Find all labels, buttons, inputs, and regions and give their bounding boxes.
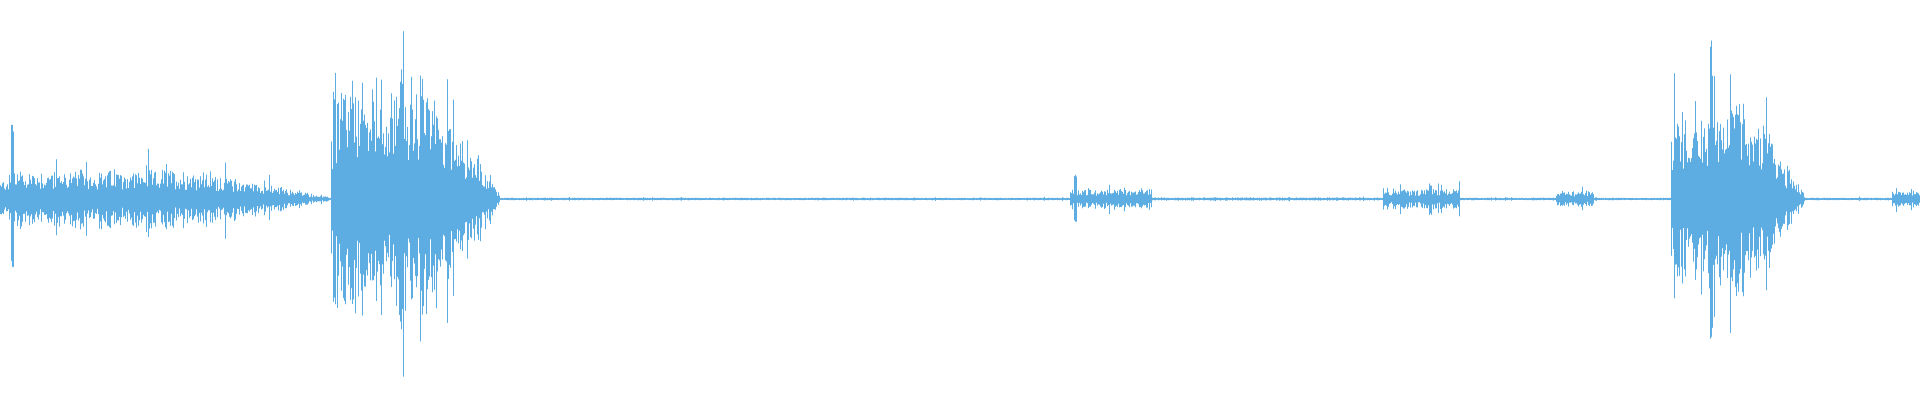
waveform-trace <box>0 31 1920 377</box>
